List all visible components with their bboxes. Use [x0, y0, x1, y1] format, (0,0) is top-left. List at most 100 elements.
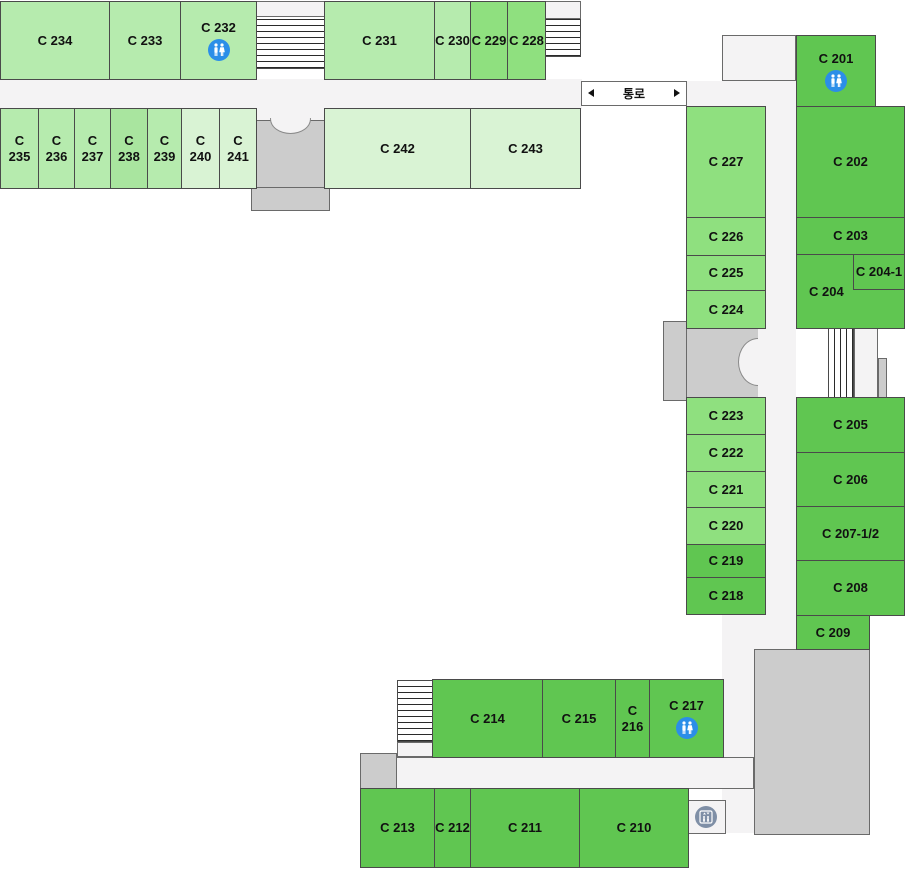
passage-connector[interactable]: 통로 — [581, 81, 687, 106]
room-c234[interactable]: C 234 — [0, 1, 110, 80]
room-c217[interactable]: C 217 — [649, 679, 724, 758]
room-c207[interactable]: C 207-1/2 — [796, 506, 905, 561]
room-c209-label: C 209 — [815, 624, 851, 640]
room-c223[interactable]: C 223 — [686, 397, 766, 435]
room-c240-line2: 240 — [189, 148, 212, 164]
room-c223-label: C 223 — [708, 408, 744, 423]
room-c211-label: C 211 — [508, 820, 542, 835]
room-c204-label: C 204 — [809, 283, 844, 299]
room-c221-label: C 221 — [708, 481, 744, 497]
room-c241-line2: 241 — [227, 148, 249, 164]
room-c203-label: C 203 — [833, 228, 868, 243]
room-c220[interactable]: C 220 — [686, 507, 766, 545]
room-c213-label: C 213 — [380, 820, 415, 835]
room-c225-label: C 225 — [708, 265, 744, 280]
room-c219-label: C 219 — [708, 553, 744, 568]
room-c206[interactable]: C 206 — [796, 452, 905, 507]
room-c226-label: C 226 — [708, 228, 744, 244]
room-c208-label: C 208 — [833, 580, 868, 595]
southeast-service-block — [754, 649, 870, 835]
room-c214[interactable]: C 214 — [432, 679, 543, 758]
room-c218[interactable]: C 218 — [686, 577, 766, 615]
room-c204-1-label: C 204-1 — [855, 264, 903, 279]
room-c221[interactable]: C 221 — [686, 471, 766, 508]
room-c203[interactable]: C 203 — [796, 217, 905, 255]
room-c205-label: C 205 — [833, 417, 868, 432]
room-c226[interactable]: C 226 — [686, 217, 766, 256]
room-c219[interactable]: C 219 — [686, 544, 766, 578]
east-hall-cover — [758, 328, 796, 398]
room-c239-line2: 239 — [153, 148, 176, 164]
room-c230-label: C 230 — [435, 32, 470, 48]
room-c236-line2: 236 — [45, 148, 68, 164]
room-c211[interactable]: C 211 — [470, 788, 580, 868]
room-c202-label: C 202 — [833, 154, 868, 169]
room-c208[interactable]: C 208 — [796, 560, 905, 616]
room-c243[interactable]: C 243 — [470, 108, 581, 189]
room-c241-line1: C — [233, 132, 243, 148]
north-notch-cover — [260, 95, 321, 118]
east-corridor-top — [722, 35, 796, 81]
room-c238-line1: C — [124, 132, 134, 148]
room-c220-label: C 220 — [708, 518, 744, 533]
room-c214-label: C 214 — [470, 710, 505, 726]
elevator-icon — [695, 806, 717, 828]
room-c232[interactable]: C 232 — [180, 1, 257, 80]
room-c240-line1: C — [195, 132, 206, 148]
room-c206-label: C 206 — [833, 471, 868, 487]
room-c225[interactable]: C 225 — [686, 255, 766, 291]
room-c239-line1: C — [159, 132, 170, 148]
room-c205[interactable]: C 205 — [796, 397, 905, 453]
room-c237-line1: C — [87, 132, 98, 148]
room-c217-label: C 217 — [669, 698, 704, 713]
room-c212[interactable]: C 212 — [434, 788, 471, 868]
room-c202[interactable]: C 202 — [796, 106, 905, 218]
room-c229-label: C 229 — [471, 32, 507, 48]
room-c201-label: C 201 — [818, 50, 854, 66]
room-c224[interactable]: C 224 — [686, 290, 766, 329]
room-c213[interactable]: C 213 — [360, 788, 435, 868]
room-c233-label: C 233 — [127, 32, 163, 48]
room-c227-label: C 227 — [708, 154, 744, 169]
room-c242-label: C 242 — [380, 140, 415, 156]
arrow-left-icon — [588, 89, 594, 97]
east-stair-strip — [878, 358, 887, 398]
arrow-right-icon — [674, 89, 680, 97]
room-c227[interactable]: C 227 — [686, 106, 766, 218]
room-c238-line2: 238 — [118, 148, 140, 164]
room-c210[interactable]: C 210 — [579, 788, 689, 868]
room-c215-label: C 215 — [561, 710, 597, 726]
room-c237-line2: 237 — [81, 148, 104, 164]
east-stair-landing — [854, 328, 878, 398]
room-c209[interactable]: C 209 — [796, 615, 870, 650]
room-c224-label: C 224 — [708, 301, 744, 317]
north-entrance-block — [251, 187, 330, 211]
room-c215[interactable]: C 215 — [542, 679, 616, 758]
room-c233[interactable]: C 233 — [109, 1, 181, 80]
restroom-icon — [675, 717, 698, 739]
room-c210-label: C 210 — [616, 820, 652, 835]
room-c231[interactable]: C 231 — [324, 1, 435, 80]
room-c201[interactable]: C 201 — [796, 35, 876, 107]
room-c235-line1: C — [14, 132, 25, 148]
south-stairs — [397, 680, 433, 742]
room-c207-label: C 207-1/2 — [821, 525, 880, 541]
restroom-icon — [207, 39, 230, 61]
room-c236-line1: C — [51, 132, 62, 148]
room-c222[interactable]: C 222 — [686, 434, 766, 472]
room-c228[interactable]: C 228 — [507, 1, 546, 80]
room-c204-1[interactable]: C 204-1 — [853, 254, 905, 290]
room-c234-label: C 234 — [37, 32, 73, 48]
room-c229[interactable]: C 229 — [470, 1, 508, 80]
room-c216[interactable]: C 216 — [615, 679, 650, 758]
room-c230[interactable]: C 230 — [434, 1, 471, 80]
room-c242[interactable]: C 242 — [324, 108, 471, 189]
